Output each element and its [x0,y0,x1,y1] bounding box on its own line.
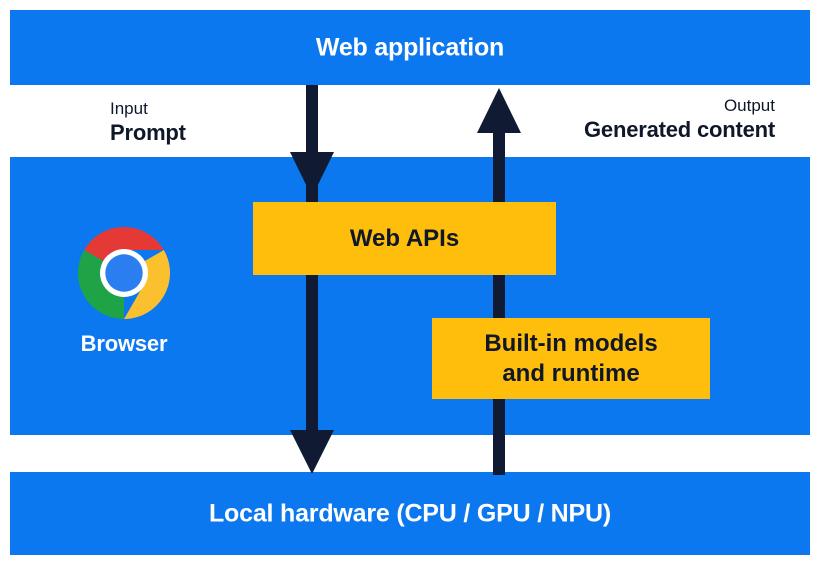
band-local-hardware-label: Local hardware (CPU / GPU / NPU) [208,499,611,527]
flow-label-input: Input Prompt [110,98,186,147]
box-web-apis-label: Web APIs [349,224,460,252]
box-built-in-models-label: Built-in models and runtime [484,329,657,388]
browser-caption: Browser [80,331,168,356]
chrome-logo [77,226,171,320]
box-built-in-models[interactable]: Built-in models and runtime [432,318,710,399]
band-local-hardware: Local hardware (CPU / GPU / NPU) [10,472,810,555]
flow-label-input-value: Prompt [110,120,186,146]
band-web-application-label: Web application [315,33,505,61]
flow-label-output-kicker: Output [723,96,775,115]
band-web-application: Web application [10,10,810,85]
flow-label-output: Output Generated content [584,95,775,144]
flow-label-output-value: Generated content [584,117,775,143]
box-web-apis[interactable]: Web APIs [253,202,556,275]
browser-block: Browser [62,225,186,357]
box-built-in-models-line2: and runtime [502,359,640,387]
box-built-in-models-line1: Built-in models [484,330,658,358]
flow-label-input-kicker: Input [110,99,148,118]
